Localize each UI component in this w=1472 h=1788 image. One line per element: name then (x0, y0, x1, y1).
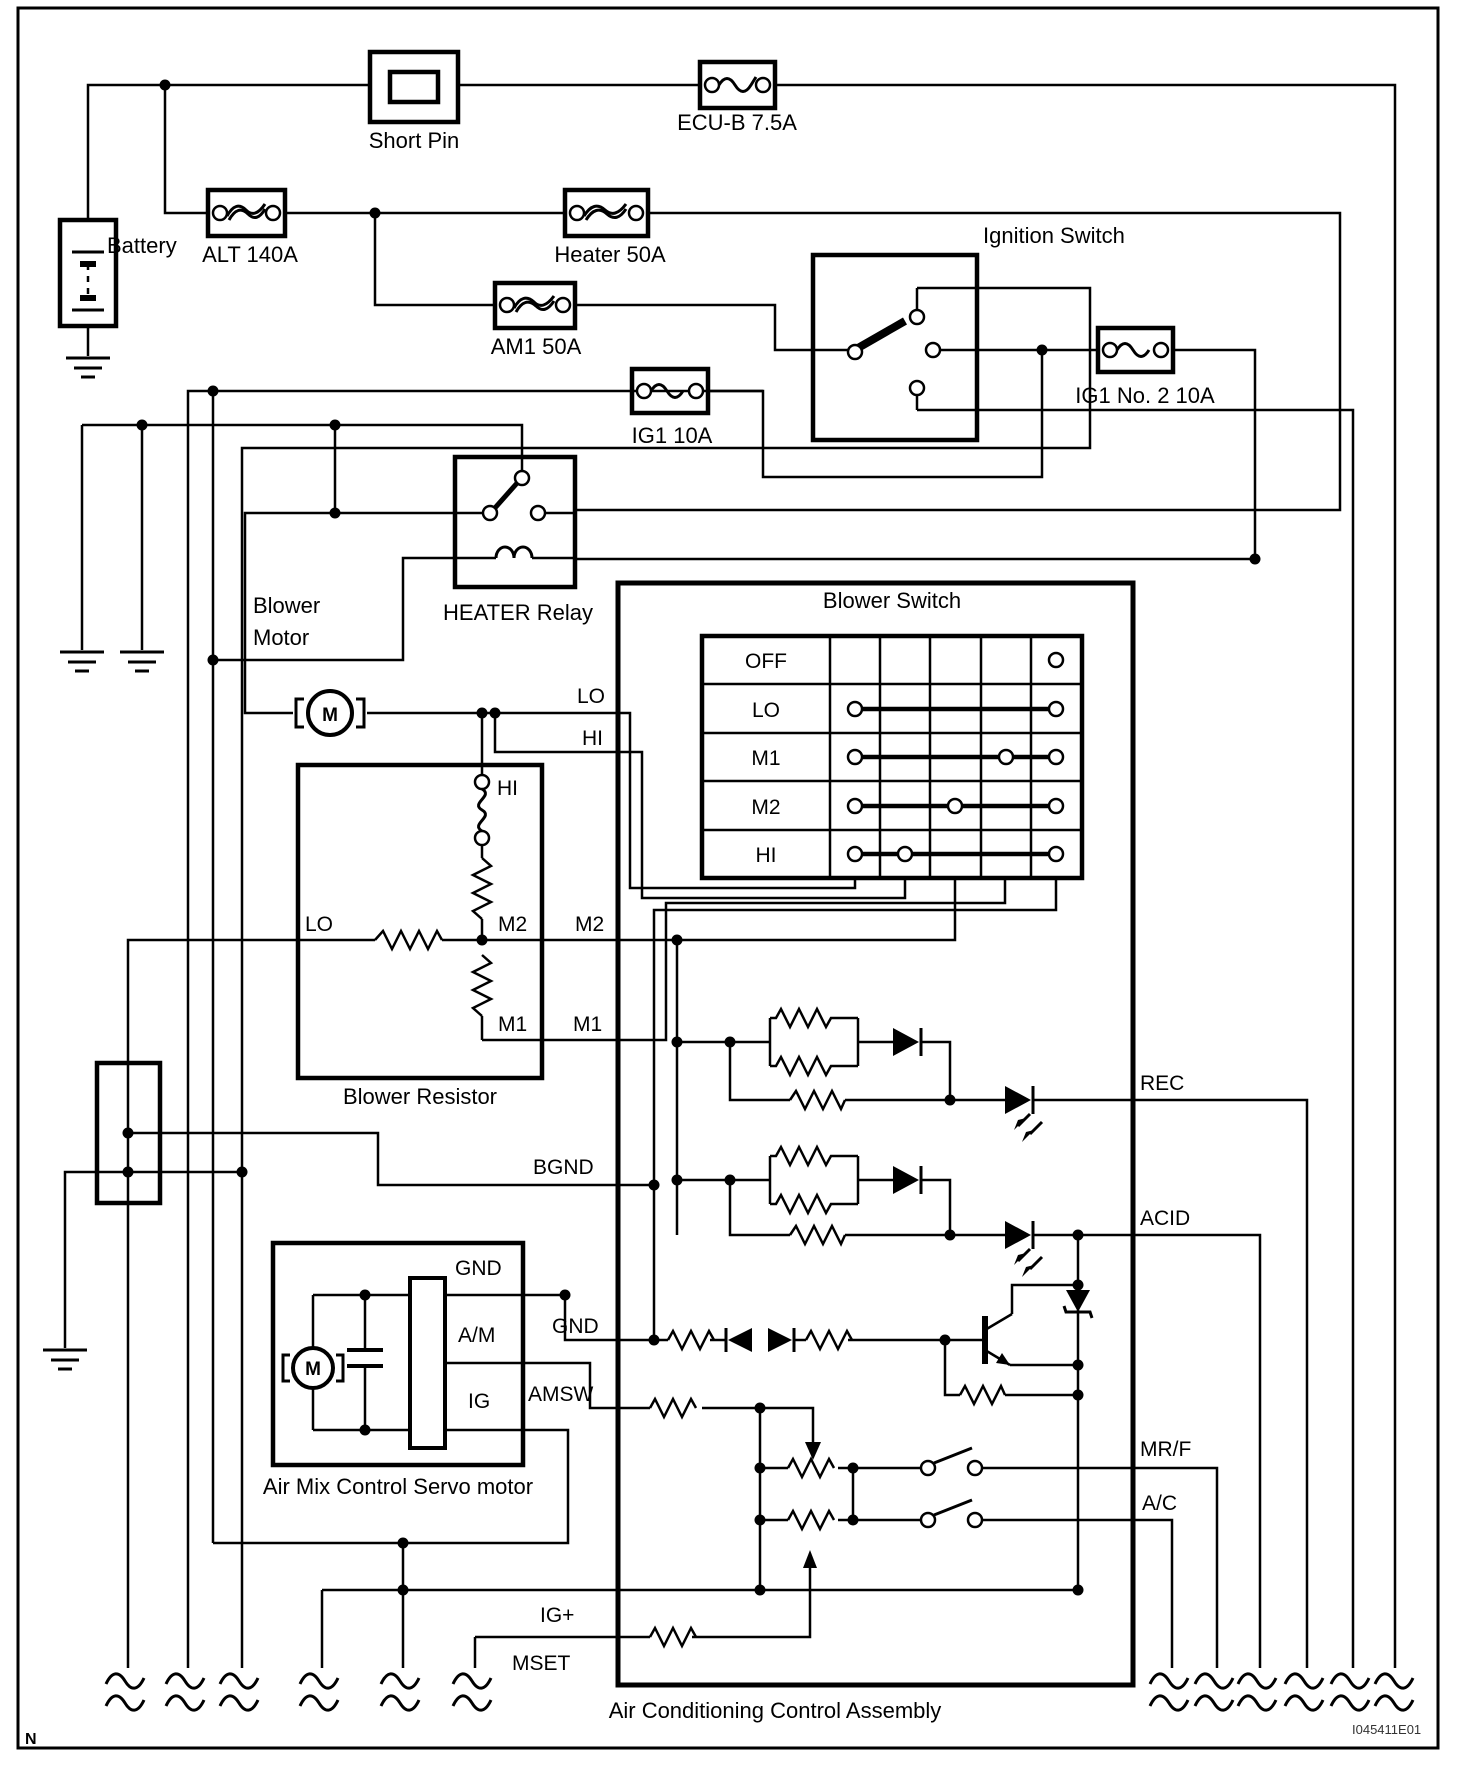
pin-m1: M1 (573, 1013, 602, 1036)
wire-break-symbols (104, 1672, 1415, 1712)
assembly-right-pin-labels: REC ACID MR/F A/C (1140, 1072, 1191, 1515)
resistor-m2-inner: M2 (498, 913, 527, 936)
fuse-ig1-no2-label: IG1 No. 2 10A (1075, 383, 1215, 408)
led-acid-icon (1005, 1221, 1044, 1277)
fuse-ecu-b: ECU-B 7.5A (677, 59, 797, 135)
switch-row-m2: M2 (751, 796, 780, 819)
servo-ig-label: IG (468, 1390, 490, 1413)
fuse-ecu-b-label: ECU-B 7.5A (677, 110, 797, 135)
heater-relay: HEATER Relay (443, 454, 593, 625)
gnd-row-electronics (666, 1290, 1094, 1407)
zener-diode-icon (1062, 1290, 1094, 1319)
short-pin: Short Pin (367, 49, 461, 153)
ac-assembly-label: Air Conditioning Control Assembly (609, 1698, 942, 1723)
wire-break-icon (1148, 1672, 1190, 1712)
resistor-hi-inner: HI (497, 777, 518, 800)
short-pin-label: Short Pin (369, 128, 460, 153)
assembly-left-pin-labels: LO HI M2 M1 BGND GND AMSW IG+ MSET (512, 685, 605, 1675)
servo-gnd-label: GND (455, 1257, 502, 1280)
pin-lo: LO (577, 685, 605, 708)
pin-ig-plus: IG+ (540, 1604, 574, 1627)
resistor-m1-inner: M1 (498, 1013, 527, 1036)
fusible-link-heater-label: Heater 50A (554, 242, 666, 267)
wires (63, 83, 1397, 1668)
wire-break-icon (164, 1672, 206, 1712)
blower-motor: Blower Motor M (253, 593, 366, 737)
ground-icon (120, 650, 164, 673)
wire-break-icon (298, 1672, 340, 1712)
ac-assembly-box: Air Conditioning Control Assembly (609, 580, 1136, 1723)
air-mix-servo: M GND A/M IG Air Mix Control Servo motor (263, 1240, 533, 1499)
rec-acid-network (768, 1006, 1044, 1277)
pin-hi: HI (582, 727, 603, 750)
wire-break-icon (104, 1672, 146, 1712)
ground-icon (60, 650, 104, 673)
servo-am-label: A/M (458, 1324, 495, 1347)
pin-ac: A/C (1142, 1492, 1177, 1515)
connector-box (94, 1060, 163, 1206)
ground-symbols (43, 356, 164, 1371)
pin-acid: ACID (1140, 1207, 1190, 1230)
pin-mset: MSET (512, 1652, 571, 1675)
pin-gnd: GND (552, 1315, 599, 1338)
air-mix-servo-label: Air Mix Control Servo motor (263, 1474, 533, 1499)
blower-motor-label-1: Blower (253, 593, 320, 618)
pin-mrf: MR/F (1140, 1438, 1191, 1461)
blower-resistor: HI LO M2 M1 Blower Resistor (295, 762, 545, 1109)
servo-motor-m-label: M (305, 1359, 321, 1380)
motor-icon: M (294, 689, 366, 737)
wire-break-icon (1283, 1672, 1325, 1712)
wire-break-icon (451, 1672, 493, 1712)
switch-row-m1: M1 (751, 747, 780, 770)
fusible-link-heater: Heater 50A (554, 187, 666, 267)
switch-row-lo: LO (752, 699, 780, 722)
wire-break-icon (1236, 1672, 1278, 1712)
fuse-ig1: IG1 10A (629, 366, 713, 448)
wire-break-icon (1329, 1672, 1371, 1712)
motor-m-label: M (322, 705, 338, 726)
heater-relay-label: HEATER Relay (443, 600, 593, 625)
fusible-link-alt-label: ALT 140A (202, 242, 298, 267)
blower-switch-label: Blower Switch (823, 588, 961, 613)
ignition-switch-label: Ignition Switch (983, 223, 1125, 248)
blower-resistor-label: Blower Resistor (343, 1084, 497, 1109)
figure-code: I045411E01 (1352, 1722, 1421, 1737)
switch-row-off: OFF (745, 650, 787, 673)
battery: Battery (57, 217, 177, 356)
wire-break-icon (1373, 1672, 1415, 1712)
pin-bgnd: BGND (533, 1156, 594, 1179)
pot-switch-rows (648, 1396, 984, 1649)
transistor-icon (982, 1312, 1013, 1367)
fuse-ig1-no2: IG1 No. 2 10A (1075, 325, 1215, 408)
blower-switch: Blower Switch OFF LO M1 M2 HI (699, 588, 1085, 881)
switch-row-hi: HI (756, 844, 777, 867)
wire-break-icon (1193, 1672, 1235, 1712)
pin-rec: REC (1140, 1072, 1184, 1095)
page-marker: N (25, 1731, 37, 1748)
wire-break-icon (379, 1672, 421, 1712)
resistor-lo-inner: LO (305, 913, 333, 936)
pin-amsw: AMSW (528, 1383, 594, 1406)
fusible-link-am1: AM1 50A (491, 280, 582, 359)
fuse-ig1-label: IG1 10A (632, 423, 713, 448)
battery-label: Battery (107, 233, 177, 258)
page-border (16, 6, 1440, 1750)
ground-icon (43, 1348, 87, 1371)
ignition-switch: Ignition Switch (810, 223, 1125, 443)
blower-motor-label-2: Motor (253, 625, 309, 650)
ground-icon (66, 356, 110, 379)
wire-break-icon (218, 1672, 260, 1712)
fusible-link-am1-label: AM1 50A (491, 334, 582, 359)
pin-m2: M2 (575, 913, 604, 936)
led-rec-icon (1005, 1086, 1044, 1142)
servo-motor-icon: M (281, 1346, 345, 1390)
fusible-link-alt: ALT 140A (202, 187, 298, 267)
junction-dots (122, 79, 1261, 1596)
